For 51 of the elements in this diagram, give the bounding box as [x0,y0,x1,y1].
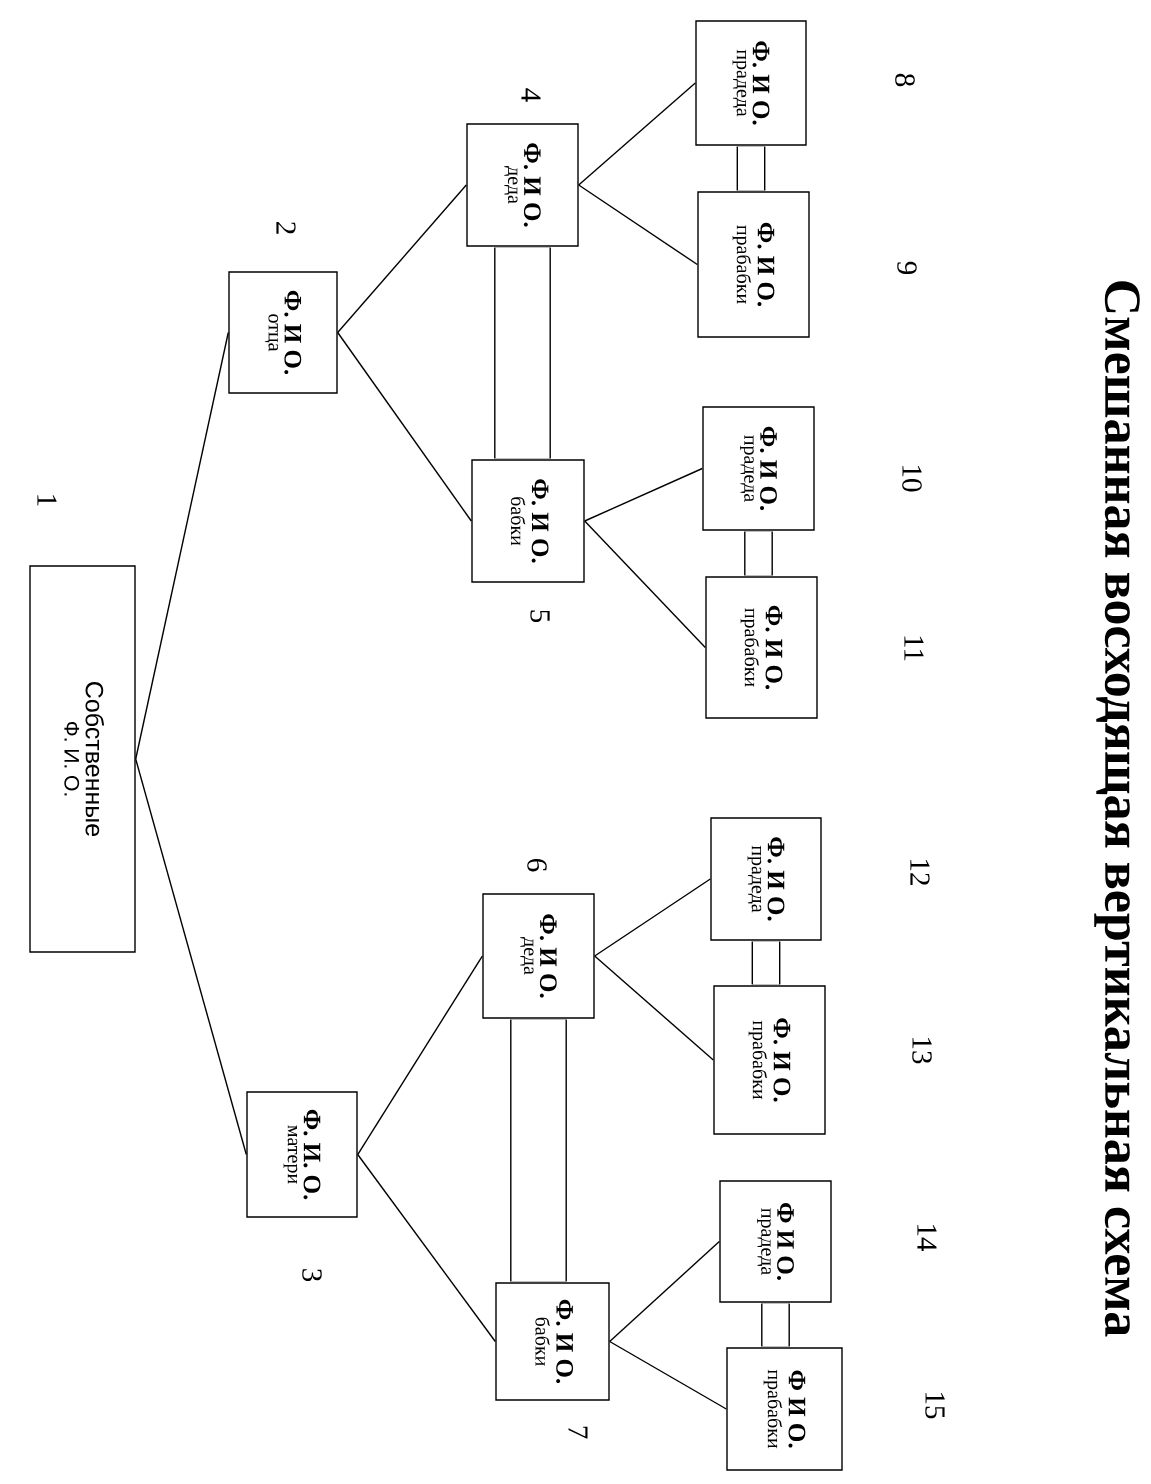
connector-line [594,878,711,957]
person-number: 12 [910,860,930,885]
person-number: 6 [527,859,547,872]
person-box: Ф. И О. деда [482,893,595,1019]
title: Смешанная восходящая вертикальная схема [1094,281,1140,1337]
person-box: Ф. И О. бабки [495,1282,610,1401]
connector-line [584,467,703,522]
person-number: 9 [897,261,917,275]
person-number: 7 [568,1426,588,1439]
person-number: 5 [530,610,550,623]
connector-line [135,758,247,1156]
connector-line [584,520,706,649]
double-line [510,1019,567,1282]
person-box: Ф. И. О. матери [246,1091,358,1218]
connector-line [609,1240,720,1343]
person-number: 15 [925,1393,945,1419]
person-number: 14 [917,1225,937,1252]
person-box: Ф. И О. бабки [471,459,585,583]
person-box: Ф. И О. прадеда [695,20,807,146]
person-number: 8 [895,73,915,87]
person-number: 10 [902,466,922,492]
person-number: 3 [302,1269,322,1282]
connector-line [337,331,472,522]
person-box: Собственные Ф. И. О. [29,565,136,953]
person-box: Ф. И О. прабабки [697,191,810,338]
person-box: Ф И О. прабабки [726,1347,843,1471]
person-box: Ф. И О. прабабки [713,985,826,1135]
person-number: 13 [912,1038,932,1064]
person-box: Ф. И О. прадеда [710,817,822,941]
person-box: Ф. И О. прадеда [702,406,815,531]
person-number: 4 [521,88,541,102]
double-line [494,247,551,459]
connector-line [357,955,483,1156]
connector-line [357,1153,496,1343]
double-line [736,146,766,191]
connector-line [594,955,714,1061]
connector-line [609,1340,727,1410]
person-number: 11 [904,636,924,661]
person-box: Ф. И О. прабабки [705,576,818,719]
double-line [744,531,773,576]
connector-line [578,184,698,266]
connector-line [578,82,696,186]
person-number: 2 [276,222,296,234]
connector-line [337,184,467,334]
connector-line [135,331,229,760]
person-box: Ф И О. прадеда [719,1180,832,1303]
double-line [761,1303,790,1347]
person-box: Ф. И О. отца [228,271,338,394]
person-number: 1 [37,495,57,506]
person-box: Ф. И О. деда [466,123,579,247]
double-line [751,941,781,985]
